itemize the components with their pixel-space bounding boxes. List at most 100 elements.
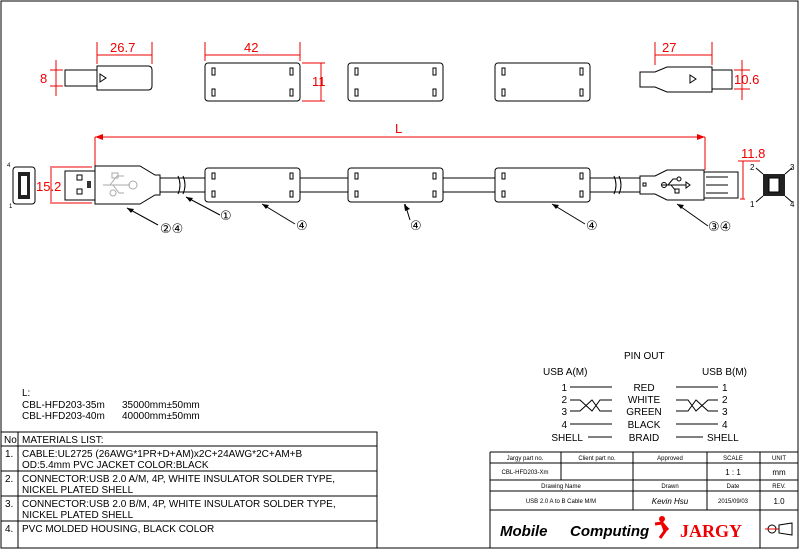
label: Drawn bbox=[661, 484, 678, 490]
ferrite-top-1 bbox=[204, 62, 301, 102]
dim-label: 10.6 bbox=[734, 72, 759, 87]
length-part: CBL-HFD203-35m bbox=[22, 400, 105, 411]
callout-ferrite-2: ④ bbox=[410, 219, 422, 234]
dim-ferrite-length: 42 bbox=[204, 40, 301, 61]
dim-b-plug-length: 27 bbox=[654, 40, 713, 65]
material-text: CONNECTOR:USB 2.0 A/M, 4P, WHITE INSULAT… bbox=[22, 474, 335, 485]
material-text: PVC MOLDED HOUSING, BLACK COLOR bbox=[22, 524, 214, 535]
dim-label: 26.7 bbox=[110, 40, 135, 55]
pinout-title: PIN OUT bbox=[624, 351, 665, 362]
unit: mm bbox=[772, 468, 786, 477]
length-part: CBL-HFD203-40m bbox=[22, 411, 105, 422]
dim-a-plug-width: 15.2 bbox=[36, 166, 92, 204]
pin-left: 1 bbox=[561, 383, 567, 394]
ferrite-top-3 bbox=[494, 62, 591, 102]
callout-cable: ① bbox=[220, 209, 232, 224]
pin-right: SHELL bbox=[707, 433, 739, 444]
label: Approved bbox=[657, 456, 683, 462]
label: UNIT bbox=[772, 456, 786, 462]
company-logos: Mobile Computing JARGY bbox=[500, 516, 793, 541]
pinout: PIN OUT USB A(M) USB B(M) 1 2 3 4 SHELL … bbox=[543, 351, 747, 444]
callout-b-plug: ③④ bbox=[708, 220, 731, 235]
label: SCALE bbox=[723, 456, 743, 462]
b-plug-face-view: 2 3 1 4 bbox=[750, 163, 795, 209]
pin-left: 4 bbox=[561, 420, 567, 431]
length-value: 35000mm±50mm bbox=[122, 400, 200, 411]
wire-color: BRAID bbox=[629, 433, 660, 444]
callout-ferrite-1: ④ bbox=[296, 219, 308, 234]
material-no: 3. bbox=[5, 499, 13, 510]
ferrite-3 bbox=[494, 167, 591, 203]
material-text: NICKEL PLATED SHELL bbox=[22, 510, 134, 521]
materials-table: No MATERIALS LIST: 1. CABLE:UL2725 (26AW… bbox=[1, 431, 378, 548]
a-plug-face-view: 4 1 bbox=[7, 163, 36, 210]
pinout-wires bbox=[570, 386, 718, 438]
b-plug-connector bbox=[639, 169, 739, 201]
date: 2015/09/03 bbox=[718, 499, 749, 505]
callout-a-plug: ②④ bbox=[160, 222, 183, 237]
ferrite-1 bbox=[204, 167, 301, 203]
pin-right: 4 bbox=[722, 420, 728, 431]
label: Drawing Name bbox=[541, 484, 581, 490]
wire-color: GREEN bbox=[626, 407, 662, 418]
material-no: 4. bbox=[5, 524, 13, 535]
dim-label: 15.2 bbox=[36, 179, 61, 194]
material-no: 1. bbox=[5, 449, 13, 460]
callouts: ②④ ① ④ ④ ④ ③④ bbox=[126, 196, 731, 237]
wire-color: RED bbox=[633, 383, 654, 394]
ferrite-top-2 bbox=[347, 62, 444, 102]
pin-right: 1 bbox=[722, 383, 728, 394]
dim-a-plug-thickness: 8 bbox=[40, 60, 63, 96]
pin-right: 2 bbox=[722, 395, 728, 406]
dim-overall-length: L bbox=[94, 121, 706, 170]
label: REV. bbox=[772, 484, 786, 490]
pin-label: 4 bbox=[790, 200, 795, 209]
pin-right: 3 bbox=[722, 407, 728, 418]
wire-color: BLACK bbox=[628, 420, 661, 431]
length-value: 40000mm±50mm bbox=[122, 411, 200, 422]
dim-b-plug-width: 11.8 bbox=[738, 146, 765, 200]
pin-left: SHELL bbox=[551, 433, 583, 444]
jargy-part-no: CBL-HFD203-Xm bbox=[501, 470, 548, 476]
dim-label: 27 bbox=[662, 40, 676, 55]
pin-label: 4 bbox=[7, 163, 11, 169]
label: Date bbox=[727, 484, 740, 490]
drawing-name: USB 2.0 A to B Cable M/M bbox=[526, 499, 596, 505]
material-text: OD:5.4mm PVC JACKET COLOR:BLACK bbox=[22, 460, 209, 471]
pin-left: 3 bbox=[561, 407, 567, 418]
drawn-signature: Kevin Hsu bbox=[652, 497, 689, 506]
b-plug-side-view bbox=[639, 66, 733, 93]
usb-logo-icon bbox=[103, 172, 138, 197]
material-text: CABLE:UL2725 (26AWG*1PR+D+AM)x2C+24AWG*2… bbox=[22, 449, 303, 460]
callout-ferrite-3: ④ bbox=[586, 219, 598, 234]
pin-label: 1 bbox=[750, 200, 755, 209]
material-text: NICKEL PLATED SHELL bbox=[22, 485, 134, 496]
dim-label: 11 bbox=[312, 74, 326, 89]
title-block: Jargy part no. Client part no. Approved … bbox=[489, 451, 798, 548]
pin-left: 2 bbox=[561, 395, 567, 406]
runner-icon bbox=[654, 516, 670, 539]
materials-title: MATERIALS LIST: bbox=[22, 435, 104, 446]
dim-label: 11.8 bbox=[741, 146, 765, 161]
logo-computing: Computing bbox=[570, 523, 649, 540]
ferrite-2 bbox=[347, 167, 444, 203]
a-plug-connector bbox=[64, 165, 180, 205]
label: Jargy part no. bbox=[507, 456, 544, 462]
pin-label: 3 bbox=[790, 163, 795, 172]
pin-label: 2 bbox=[750, 163, 755, 172]
projection-symbol-icon bbox=[765, 522, 793, 536]
usb-logo-icon bbox=[661, 176, 691, 194]
scale: 1 : 1 bbox=[725, 468, 741, 477]
logo-mobile: Mobile bbox=[500, 523, 548, 540]
revision: 1.0 bbox=[773, 497, 785, 506]
pinout-left-header: USB A(M) bbox=[543, 367, 587, 378]
dim-a-plug-length: 26.7 bbox=[96, 40, 153, 64]
a-plug-side-view bbox=[64, 65, 153, 91]
dim-label: L bbox=[395, 121, 402, 136]
dim-label: 8 bbox=[40, 71, 47, 86]
dim-b-plug-thickness: 10.6 bbox=[734, 60, 759, 100]
material-no: 2. bbox=[5, 474, 13, 485]
length-list: L: CBL-HFD203-35m 35000mm±50mm CBL-HFD20… bbox=[22, 388, 200, 422]
